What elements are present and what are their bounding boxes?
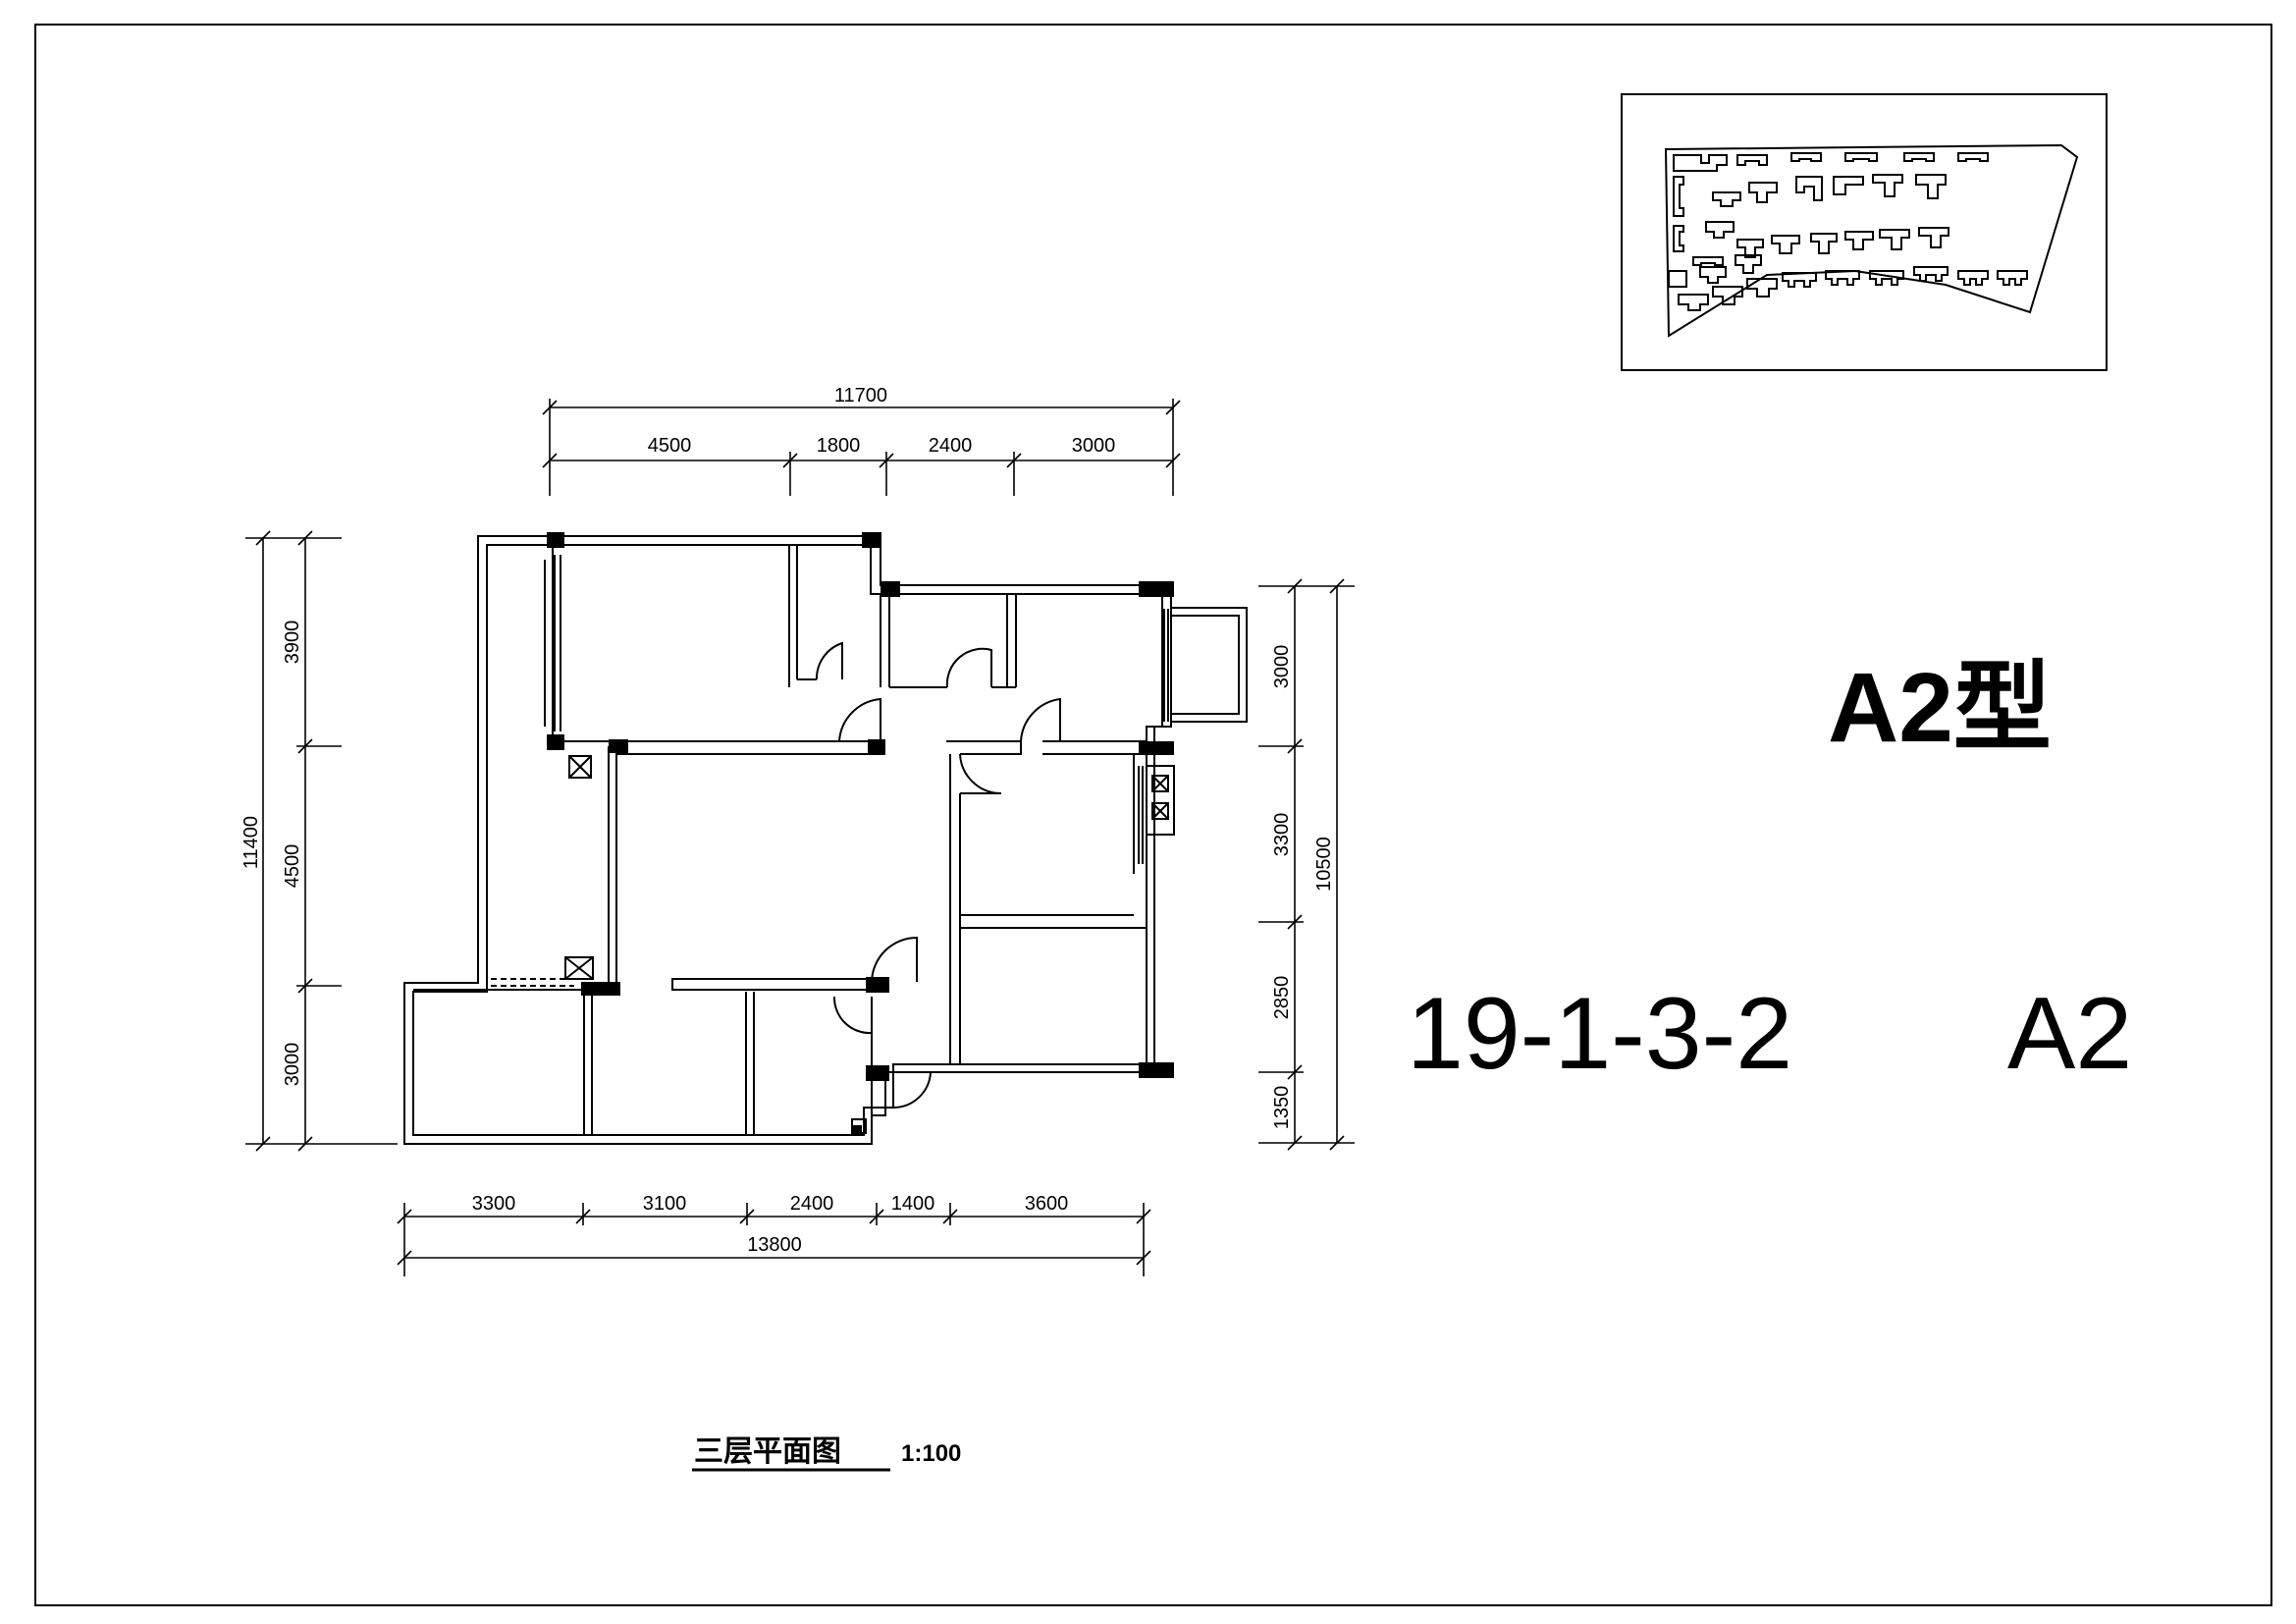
site-buildings	[1668, 152, 2028, 311]
site-key-plan	[1621, 93, 2108, 371]
dim-bottom-1: 3300	[472, 1193, 516, 1215]
dim-bottom-4: 1400	[891, 1193, 935, 1215]
dim-right-2: 3300	[1271, 813, 1293, 857]
unit-code: 19-1-3-2	[1407, 977, 1792, 1091]
plan-scale: 1:100	[901, 1440, 961, 1467]
balcony-top-right	[1171, 607, 1248, 723]
ac-unit-symbol	[564, 755, 1175, 980]
dimension-top	[542, 399, 1181, 496]
plan-inner-wall	[412, 544, 1163, 1136]
dim-top-4: 3000	[1072, 435, 1116, 457]
dim-bottom-total: 13800	[747, 1234, 802, 1256]
site-outline	[1664, 143, 2079, 338]
dim-left-1: 3900	[282, 621, 303, 665]
sheet-border	[34, 24, 2272, 1606]
dim-left-2: 4500	[282, 844, 303, 889]
unit-type-label: A2	[2007, 977, 2132, 1091]
dim-bottom-3: 2400	[790, 1193, 834, 1215]
dim-bottom-5: 3600	[1025, 1193, 1069, 1215]
dim-top-total: 11700	[834, 385, 887, 406]
dim-left-total: 11400	[240, 816, 262, 869]
structural-columns	[547, 532, 1174, 1135]
key-plan-frame	[1621, 93, 2108, 371]
floor-plan	[403, 535, 1248, 1145]
balcony-top-right-inner	[1171, 615, 1240, 715]
dim-right-total: 10500	[1313, 837, 1335, 892]
dim-bottom-2: 3100	[643, 1193, 687, 1215]
dim-right-3: 2850	[1271, 976, 1293, 1020]
interior-wall-upper	[553, 740, 881, 755]
dim-right-1: 3000	[1271, 645, 1293, 689]
dim-top-1: 4500	[648, 435, 692, 457]
plan-outer-wall	[403, 535, 1172, 1145]
dim-left-3: 3000	[282, 1043, 303, 1087]
type-label: A2型	[1828, 653, 2052, 763]
door-swing	[815, 641, 843, 680]
dimension-left	[245, 530, 398, 1152]
dim-top-2: 1800	[817, 435, 861, 457]
dimension-bottom	[397, 1203, 1151, 1276]
dimension-right	[1258, 578, 1355, 1151]
dim-right-4: 1350	[1271, 1086, 1293, 1130]
plan-title: 三层平面图	[694, 1435, 841, 1468]
dim-top-3: 2400	[929, 435, 973, 457]
